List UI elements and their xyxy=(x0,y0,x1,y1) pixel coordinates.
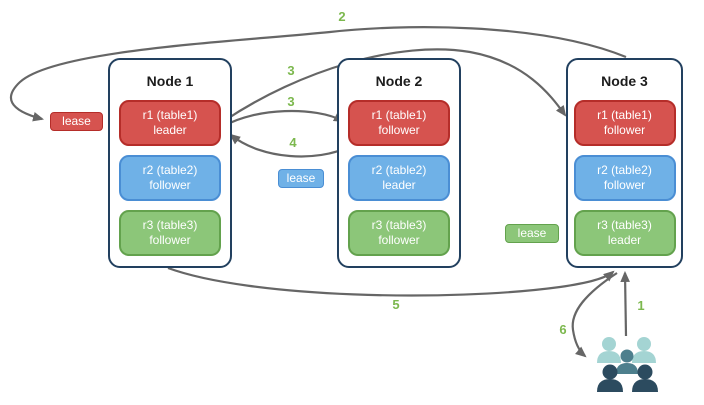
replica-label: r2 (table2) xyxy=(142,163,198,177)
replica-label: r2 (table2) xyxy=(371,163,427,177)
step-label-1: 1 xyxy=(637,298,645,313)
users-group-icon xyxy=(597,337,658,392)
step-label-3b: 3 xyxy=(287,94,295,109)
replica-role: leader xyxy=(382,178,416,192)
step-label-6: 6 xyxy=(559,322,567,337)
lease-badge-table2: lease xyxy=(278,169,324,188)
step-label-5: 5 xyxy=(392,297,400,312)
node2-replica-r2: r2 (table2) leader xyxy=(348,155,450,201)
step-label-2: 2 xyxy=(338,9,346,24)
node-2: Node 2 r1 (table1) follower r2 (table2) … xyxy=(337,58,461,268)
replica-role: follower xyxy=(149,233,191,247)
replica-label: r3 (table3) xyxy=(597,218,652,232)
node-2-title: Node 2 xyxy=(375,73,423,89)
replica-role: follower xyxy=(603,123,646,137)
arrow-step-2-node3-to-lease1 xyxy=(9,26,627,122)
node-1: Node 1 r1 (table1) leader r2 (table2) fo… xyxy=(108,58,232,268)
arrow-step-5-node1-to-node3 xyxy=(167,266,615,297)
step-label-4: 4 xyxy=(289,135,297,150)
replica-role: leader xyxy=(607,233,642,247)
lease-badge-table3: lease xyxy=(505,224,559,243)
node3-replica-r3: r3 (table3) leader xyxy=(573,210,676,256)
node1-replica-r3: r3 (table3) follower xyxy=(119,210,221,256)
arrow-step-1-users-to-node3 xyxy=(620,270,630,337)
lease-badge-table1: lease xyxy=(50,112,103,131)
replica-role: follower xyxy=(603,178,646,192)
step-label-3a: 3 xyxy=(287,63,295,78)
replica-label: r1 (table1) xyxy=(597,108,652,122)
users-back-row xyxy=(597,337,656,363)
node2-replica-r1: r1 (table1) follower xyxy=(348,100,450,146)
replica-role: leader xyxy=(153,123,187,137)
replica-label: r1 (table1) xyxy=(371,108,427,122)
node1-replica-r1: r1 (table1) leader xyxy=(119,100,221,146)
users-front-row xyxy=(597,364,658,392)
node3-replica-r1: r1 (table1) follower xyxy=(573,100,676,146)
node3-replica-r2: r2 (table2) follower xyxy=(573,155,676,201)
replica-role: follower xyxy=(149,178,191,192)
arrow-step-6-node3-to-users xyxy=(571,272,618,358)
replica-role: follower xyxy=(378,123,420,137)
node-3-title: Node 3 xyxy=(601,73,648,89)
arrow-step-3a-node1-to-node3 xyxy=(223,48,567,122)
replica-label: r1 (table1) xyxy=(142,108,198,122)
node-3: Node 3 r1 (table1) follower r2 (table2) … xyxy=(566,58,683,268)
arrow-step-3b-node1-to-node2 xyxy=(223,109,345,127)
users-middle-person xyxy=(616,349,638,374)
replica-label: r3 (table3) xyxy=(142,218,198,232)
replica-role: follower xyxy=(378,233,420,247)
node-1-title: Node 1 xyxy=(146,73,194,89)
replica-label: r2 (table2) xyxy=(597,163,652,177)
node2-replica-r3: r3 (table3) follower xyxy=(348,210,450,256)
node1-replica-r2: r2 (table2) follower xyxy=(119,155,221,201)
replica-label: r3 (table3) xyxy=(371,218,427,232)
